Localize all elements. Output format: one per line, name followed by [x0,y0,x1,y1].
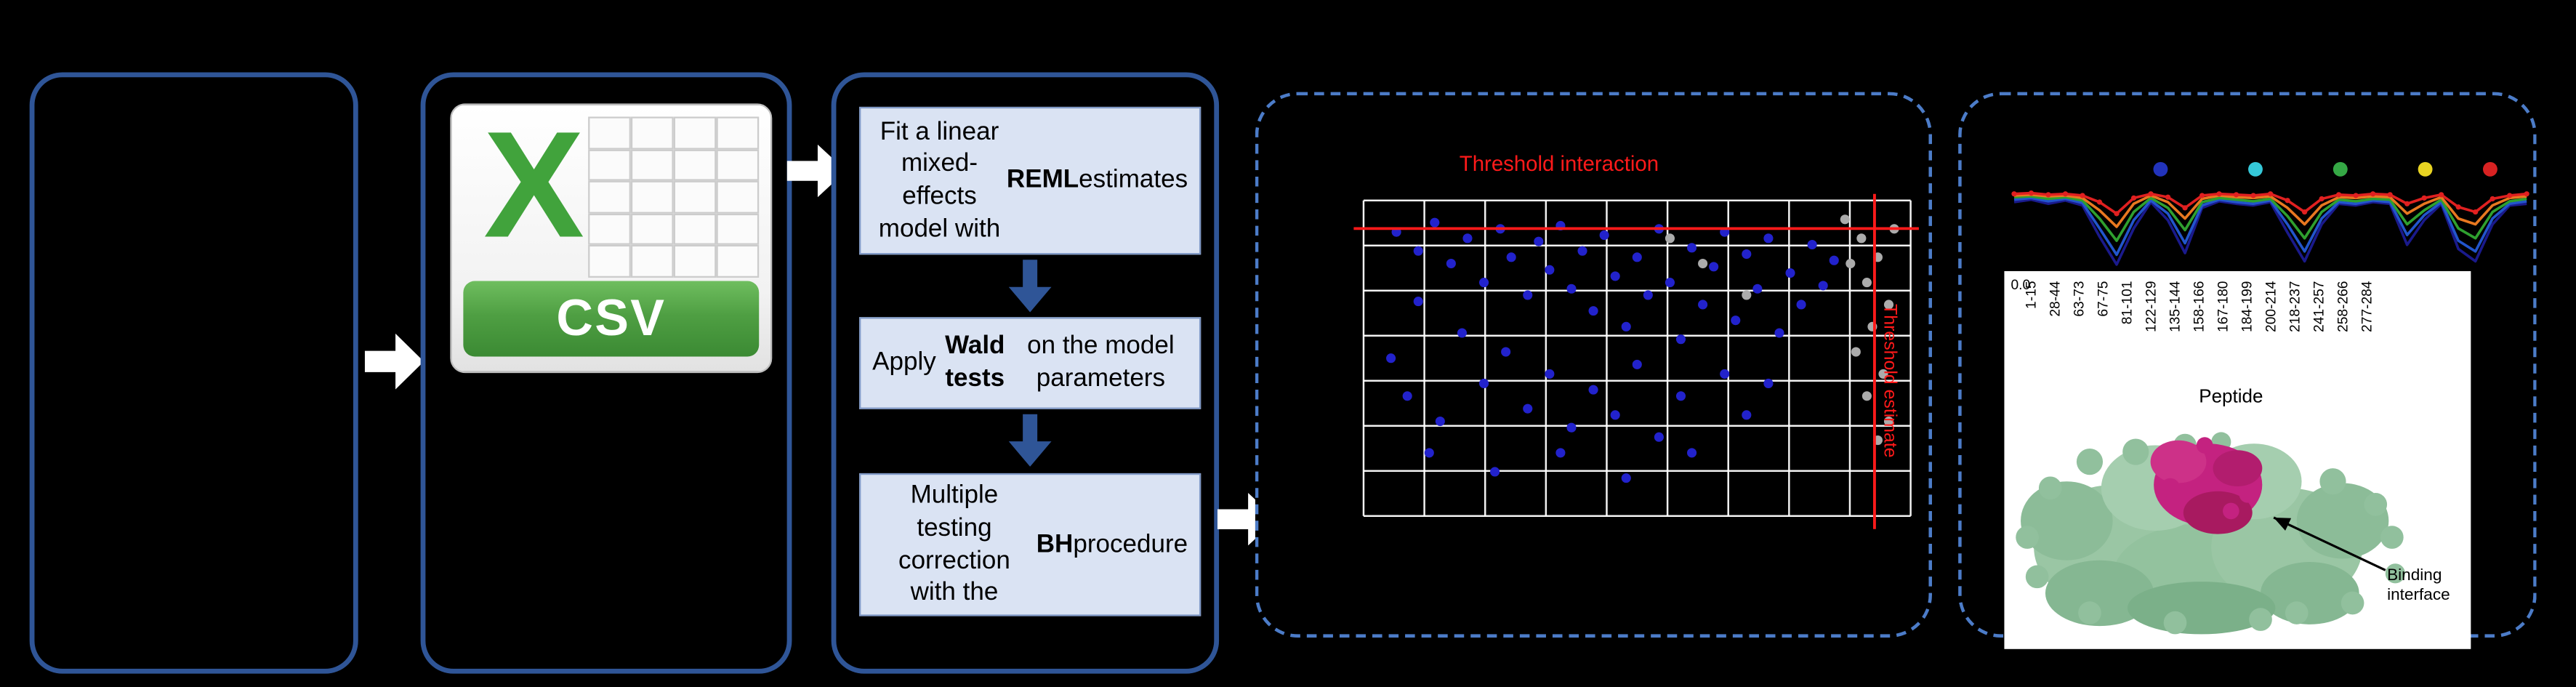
x-axis-title: Peptide [2199,385,2263,407]
scatter-right-axis-label: Threshold estimate [1880,304,1900,457]
panel-csv-file: X CSV [420,72,792,674]
spreadsheet-grid [588,116,760,278]
peptide-tick-labels: 1-15 28-44 63-73 67-75 81-101 122-129 135-144 1… [2024,281,2375,332]
legend-dot [2248,161,2263,177]
peptide-tick-label: 200-214 [2263,281,2279,332]
binding-interface-label-line1: Binding [2387,566,2442,584]
down-arrow-2 [1008,414,1052,467]
legend-dot [2418,161,2433,177]
peptide-tick-label: 258-266 [2335,281,2351,332]
peptide-tick-label: 167-180 [2215,281,2231,332]
peptide-plot-panel: 0.0 1-15 28-44 63-73 67-75 81-101 122-129 135-… [2004,270,2471,649]
down-arrow-1 [1008,260,1052,313]
peptide-tick-label: 218-237 [2287,281,2303,332]
legend-dot [2482,161,2497,177]
peptide-tick-label: 1-15 [2024,281,2039,308]
scatter-title: Threshold interaction [1460,152,1659,176]
flow-arrow-1 [364,333,424,390]
threshold-scatter-plot: Threshold interaction Threshold estimate [1353,152,1919,529]
binding-interface-label-line2: interface [2387,585,2450,603]
panel-method-steps: Fit a linear mixed-effects model with RE… [831,72,1220,674]
scatter-points [1386,214,1899,483]
panel-peptide-results: 0.0 1-15 28-44 63-73 67-75 81-101 122-129 135-… [1958,92,2537,649]
uptake-line-chart [2011,161,2529,266]
binding-interface-region [2150,437,2263,534]
panel-input-data [29,72,358,674]
peptide-tick-label: 277-284 [2359,281,2375,332]
peptide-tick-label: 158-166 [2191,281,2207,332]
panel-interaction-plot: Threshold interaction Threshold estimate [1255,92,1932,638]
threshold-lines [1353,193,1919,529]
excel-x-glyph: X [483,101,584,269]
peptide-tick-label: 241-257 [2311,281,2327,332]
csv-banner-label: CSV [463,281,760,357]
binding-interface-arrow [2273,516,2386,571]
y-axis-tick-label: 0.0 [2011,278,2030,293]
step-box-reml: Fit a linear mixed-effects model with RE… [859,106,1202,255]
peptide-tick-label: 63-73 [2072,281,2087,316]
legend-dot [2153,161,2168,177]
peptide-tick-label: 122-129 [2144,281,2159,332]
step-box-bh: Multiple testing correction with the BH … [859,473,1202,616]
peptide-tick-label: 135-144 [2168,281,2183,332]
peptide-tick-label: 67-75 [2096,281,2111,316]
peptide-tick-label: 184-199 [2239,281,2255,332]
peptide-tick-label: 81-101 [2120,281,2135,324]
legend-dot [2333,161,2348,177]
scatter-gridlines [1362,199,1912,517]
peptide-axis-and-protein: 0.0 1-15 28-44 63-73 67-75 81-101 122-129 135-… [2011,278,2450,635]
csv-file-icon: X CSV [450,101,773,374]
step-box-wald: Apply Wald tests on the model parameters [859,317,1202,409]
peptide-tick-label: 28-44 [2048,281,2063,316]
